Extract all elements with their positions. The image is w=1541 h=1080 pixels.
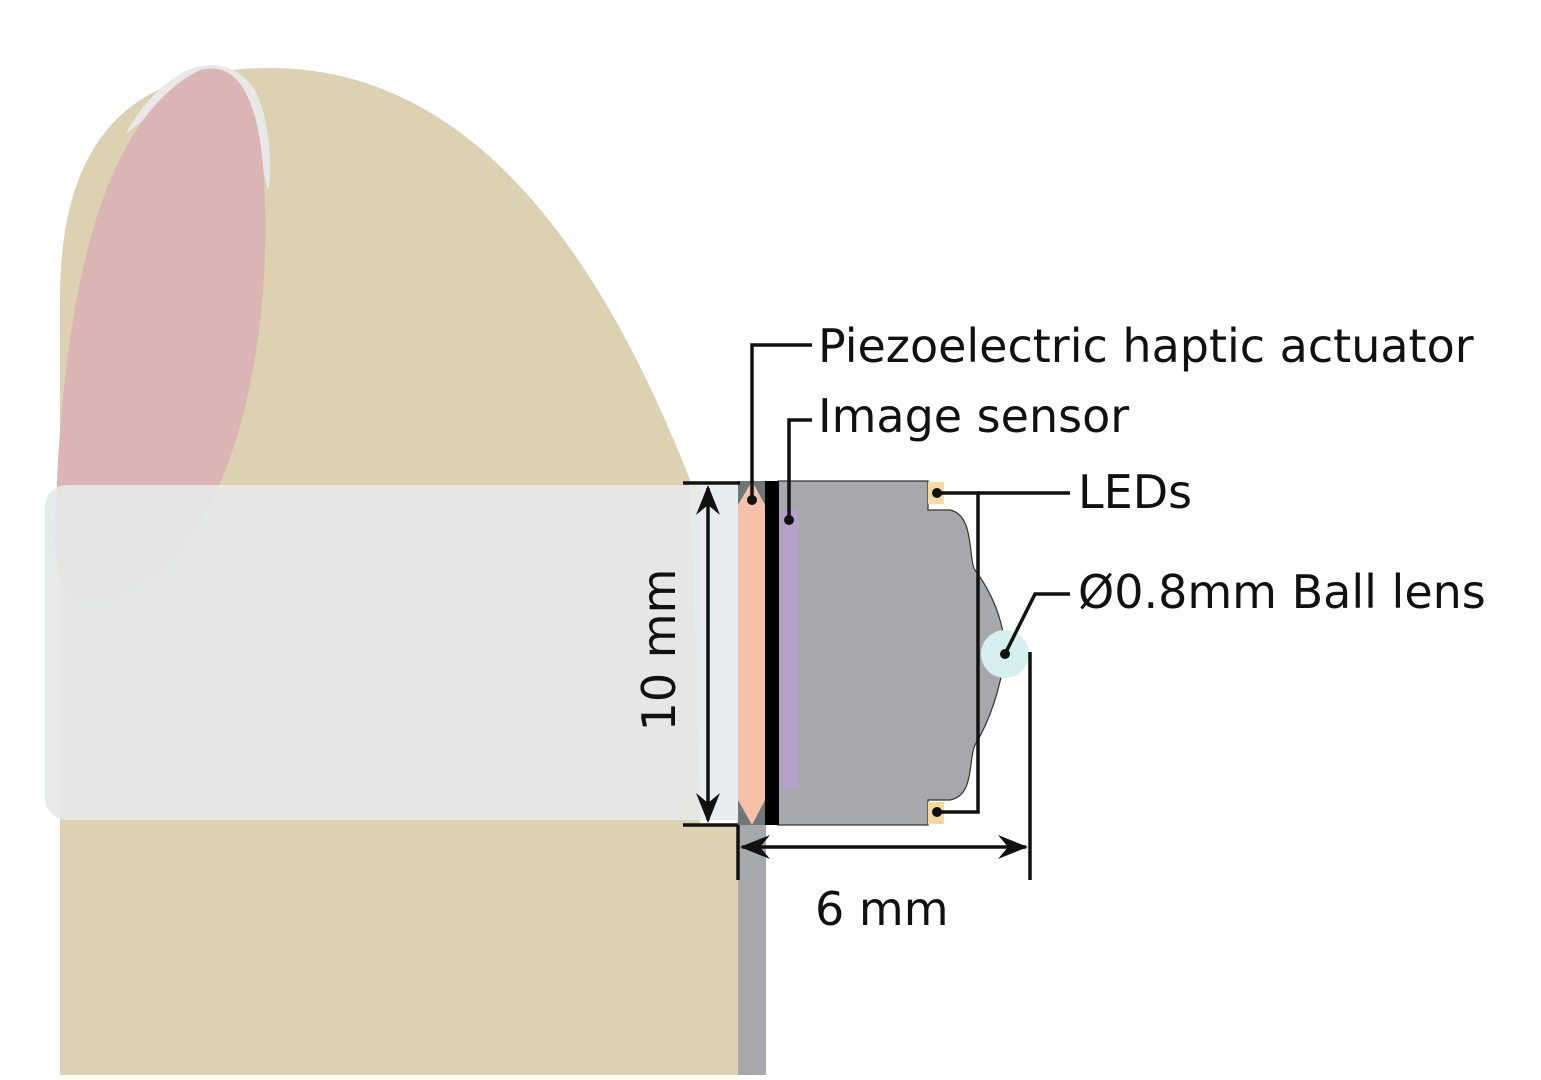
arrow-up (696, 485, 720, 515)
label-piezo: Piezoelectric haptic actuator (818, 319, 1474, 373)
black-layer (765, 481, 779, 825)
dots-and-arrows (696, 485, 1028, 859)
arrow-left (740, 835, 770, 859)
arrow-down (696, 793, 720, 823)
label-ball-lens: Ø0.8mm Ball lens (1078, 565, 1486, 619)
label-height: 10 mm (632, 569, 686, 732)
label-leds: LEDs (1078, 465, 1192, 519)
image-sensor (781, 509, 798, 789)
leader-lines (683, 343, 1070, 880)
finger-band (45, 485, 735, 820)
device-body (777, 480, 1006, 826)
band-edge (700, 485, 738, 820)
arrow-right (998, 835, 1028, 859)
fingernail (55, 68, 266, 602)
label-image-sensor: Image sensor (818, 389, 1129, 443)
label-width: 6 mm (815, 882, 949, 936)
piezo-actuator (738, 481, 765, 825)
device-strip (738, 825, 766, 1075)
